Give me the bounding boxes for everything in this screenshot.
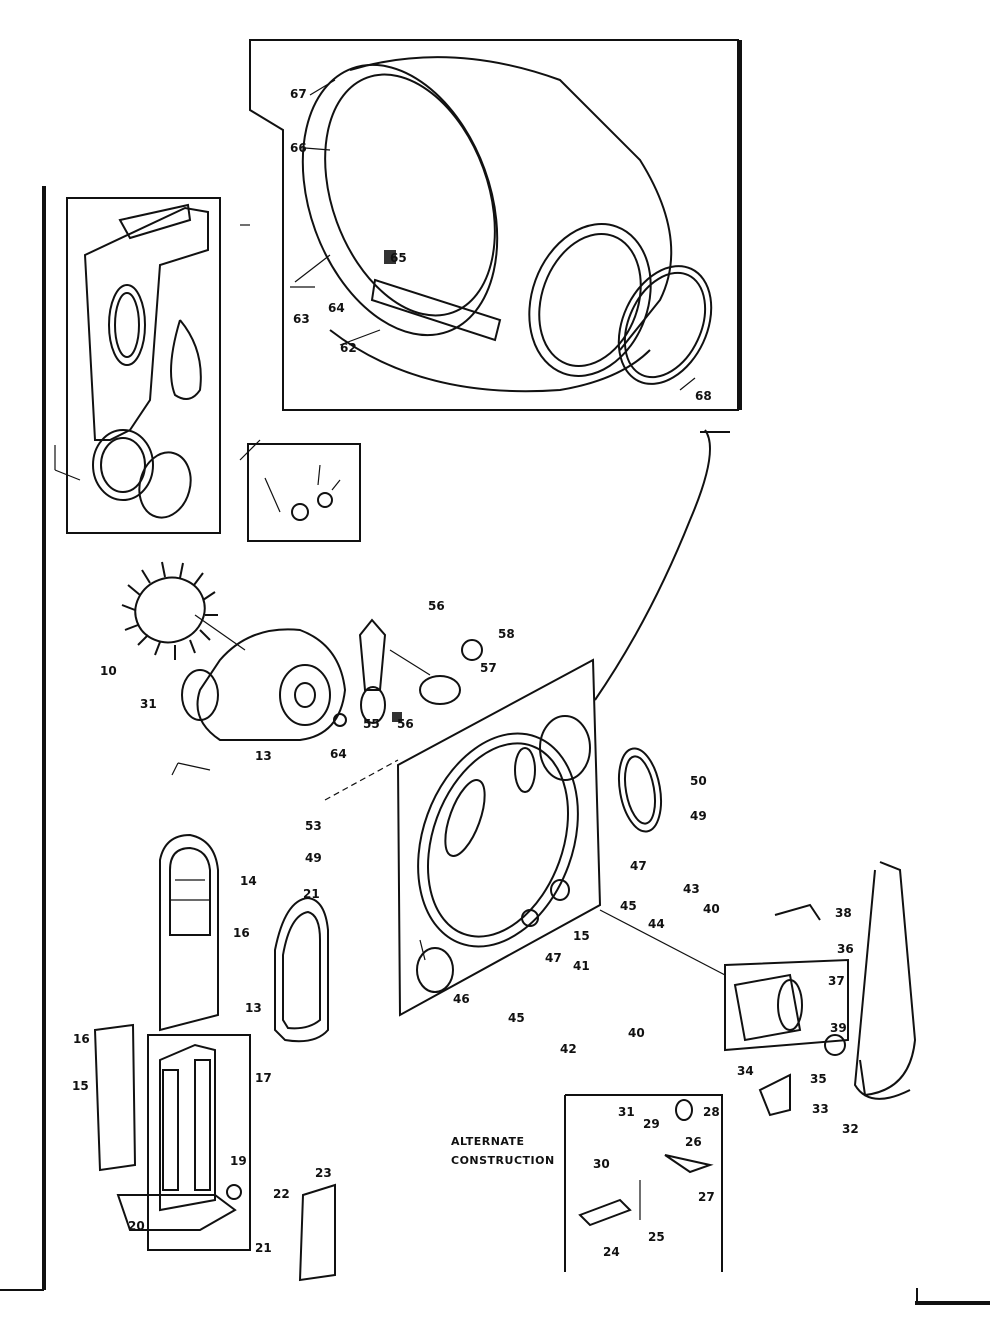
callout-20: 20 [128, 1219, 145, 1233]
callout-47b: 47 [545, 951, 562, 965]
hardware-inset [247, 443, 361, 542]
callout-31: 31 [140, 697, 157, 711]
caption-line-1: ALTERNATE [451, 1135, 525, 1148]
callout-58: 58 [498, 627, 515, 641]
lamp-assembly [358, 618, 483, 724]
callout-56a: 56 [428, 599, 445, 613]
callout-44: 44 [648, 917, 665, 931]
callout-50: 50 [690, 774, 707, 788]
cover-plate [298, 1183, 336, 1282]
rear-bulkhead [396, 429, 730, 1017]
idler-cover [617, 747, 663, 833]
callout-49b: 49 [690, 809, 707, 823]
callout-63: 63 [293, 312, 310, 326]
callout-13b: 13 [245, 1001, 262, 1015]
callout-24: 24 [603, 1245, 620, 1259]
callout-26: 26 [685, 1135, 702, 1149]
callout-28: 28 [703, 1105, 720, 1119]
blower-housing [181, 439, 347, 741]
callout-62: 62 [340, 341, 357, 355]
callout-16a: 16 [233, 926, 250, 940]
callout-25: 25 [648, 1230, 665, 1244]
callout-57: 57 [480, 661, 497, 675]
callout-39: 39 [830, 1021, 847, 1035]
callout-45b: 45 [508, 1011, 525, 1025]
callout-66: 66 [290, 141, 307, 155]
callout-67: 67 [290, 87, 307, 101]
callout-23: 23 [315, 1166, 332, 1180]
callout-labels: 67 66 65 64 63 62 68 10 31 64 56 58 57 5… [72, 87, 859, 1259]
callout-53: 53 [305, 819, 322, 833]
callout-13a: 13 [255, 749, 272, 763]
exhaust-duct [159, 762, 219, 1032]
callout-37: 37 [828, 974, 845, 988]
callout-43: 43 [683, 882, 700, 896]
callout-55: 55 [363, 717, 380, 731]
callout-22: 22 [273, 1187, 290, 1201]
callout-49a: 49 [305, 851, 322, 865]
callout-21: 21 [303, 887, 320, 901]
callout-15a: 15 [573, 929, 590, 943]
blower-wheel [121, 561, 246, 660]
callout-41: 41 [573, 959, 590, 973]
callout-19: 19 [230, 1154, 247, 1168]
callout-15b: 15 [72, 1079, 89, 1093]
callout-32: 32 [842, 1122, 859, 1136]
callout-45: 45 [620, 899, 637, 913]
callout-30: 30 [593, 1157, 610, 1171]
callout-42: 42 [560, 1042, 577, 1056]
motor-assembly [599, 903, 849, 1056]
callout-10: 10 [100, 664, 117, 678]
callout-68: 68 [695, 389, 712, 403]
callout-64: 64 [328, 301, 345, 315]
callout-14: 14 [240, 874, 257, 888]
callout-40b: 40 [628, 1026, 645, 1040]
callout-17: 17 [255, 1071, 272, 1085]
callout-35: 35 [810, 1072, 827, 1086]
callout-65: 65 [390, 251, 407, 265]
drive-belt [853, 861, 917, 1100]
callout-38: 38 [835, 906, 852, 920]
callout-40: 40 [703, 902, 720, 916]
callout-21b: 21 [255, 1241, 272, 1255]
drum-assembly [240, 39, 742, 411]
callout-46: 46 [453, 992, 470, 1006]
callout-64b: 64 [330, 747, 347, 761]
callout-27: 27 [698, 1190, 715, 1204]
callout-33: 33 [812, 1102, 829, 1116]
callout-31b: 31 [618, 1105, 635, 1119]
access-panel [274, 896, 329, 1043]
idler-bracket [758, 1073, 791, 1117]
alternate-construction-inset [564, 1094, 723, 1272]
heater-housing [93, 1023, 251, 1251]
callout-36: 36 [837, 942, 854, 956]
callout-47: 47 [630, 859, 647, 873]
blower-housing-inset [54, 197, 221, 534]
callout-34: 34 [737, 1064, 754, 1078]
callout-29: 29 [643, 1117, 660, 1131]
caption-line-2: CONSTRUCTION [451, 1154, 555, 1167]
callout-16b: 16 [73, 1032, 90, 1046]
callout-56b: 56 [397, 717, 414, 731]
